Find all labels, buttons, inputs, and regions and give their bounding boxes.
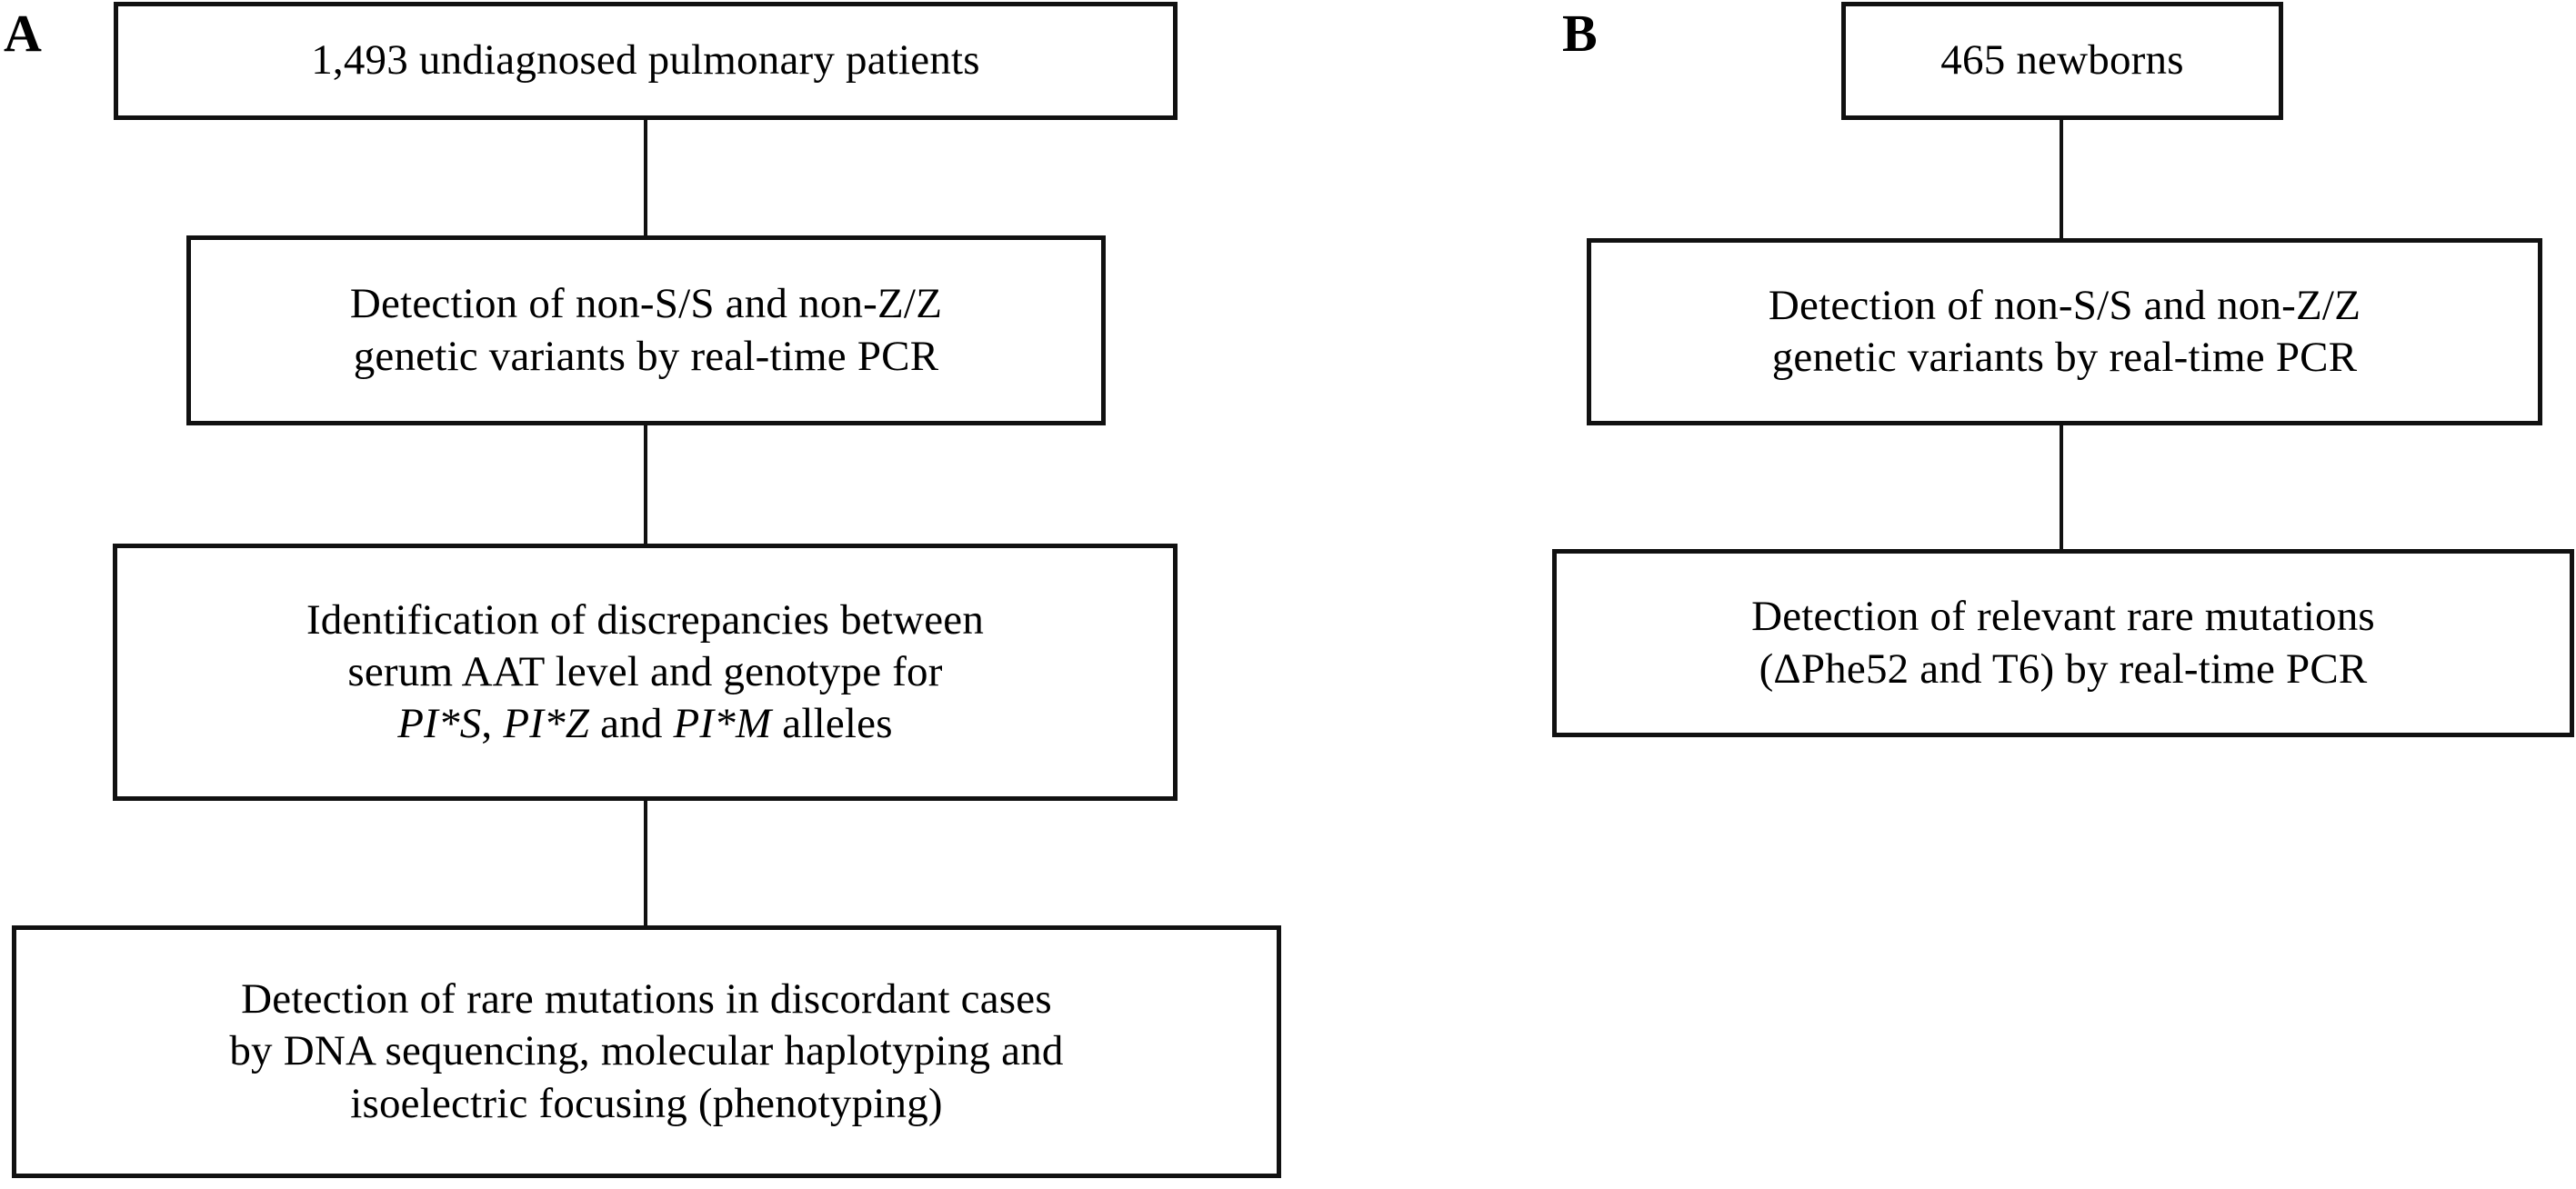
flow-box-a-genotyping-line-2: genetic variants by real-time PCR (353, 332, 939, 380)
connector-b2-b3 (2060, 424, 2063, 551)
flow-box-b-rare-mutation-line-1: Detection of relevant rare mutations (1751, 593, 2375, 641)
flow-box-a-discrepancy-line-1: Identification of discrepancies between (306, 595, 985, 644)
allele-sep-1: , (481, 700, 504, 748)
flow-box-a-discrepancy: Identification of discrepancies between … (113, 544, 1178, 801)
flow-box-b-rare-mutation-line-2: (ΔPhe52 and T6) by real-time PCR (1759, 644, 2368, 693)
flow-box-a-rare-mutation-line-2: by DNA sequencing, molecular haplotyping… (229, 1027, 1064, 1075)
flow-box-b-cohort: 465 newborns (1841, 2, 2283, 120)
flow-box-b-genotyping-line-1: Detection of non-S/S and non-Z/Z (1768, 281, 2361, 329)
flow-box-a-cohort: 1,493 undiagnosed pulmonary patients (114, 2, 1178, 120)
connector-a1-a2 (644, 119, 647, 237)
allele-suffix: alleles (771, 700, 893, 748)
flow-box-b-rare-mutation: Detection of relevant rare mutations (ΔP… (1552, 549, 2574, 737)
connector-b1-b2 (2060, 119, 2063, 240)
flow-box-a-discrepancy-line-2: serum AAT level and genotype for (347, 647, 943, 695)
allele-pi-m: PI*M (673, 700, 772, 748)
flow-box-b-cohort-line-1: 465 newborns (1940, 36, 2184, 85)
flow-box-a-rare-mutation-line-1: Detection of rare mutations in discordan… (241, 975, 1052, 1023)
flow-box-a-discrepancy-line-3: PI*S, PI*Z and PI*M alleles (397, 698, 892, 750)
flow-box-a-genotyping: Detection of non-S/S and non-Z/Z genetic… (186, 235, 1106, 425)
panel-letter-b: B (1562, 4, 1598, 63)
panel-letter-a: A (4, 4, 42, 63)
flow-box-a-rare-mutation: Detection of rare mutations in discordan… (12, 925, 1281, 1178)
flow-box-a-cohort-line-1: 1,493 undiagnosed pulmonary patients (311, 36, 980, 85)
allele-sep-2: and (589, 700, 674, 748)
flow-box-a-genotyping-line-1: Detection of non-S/S and non-Z/Z (349, 280, 943, 328)
allele-pi-s: PI*S (397, 700, 482, 748)
connector-a2-a3 (644, 424, 647, 545)
connector-a3-a4 (644, 798, 647, 927)
flow-box-b-genotyping: Detection of non-S/S and non-Z/Z genetic… (1587, 238, 2542, 425)
flow-box-a-rare-mutation-line-3: isoelectric focusing (phenotyping) (350, 1079, 943, 1127)
flow-box-b-genotyping-line-2: genetic variants by real-time PCR (1771, 334, 2358, 381)
allele-pi-z: PI*Z (503, 700, 590, 748)
